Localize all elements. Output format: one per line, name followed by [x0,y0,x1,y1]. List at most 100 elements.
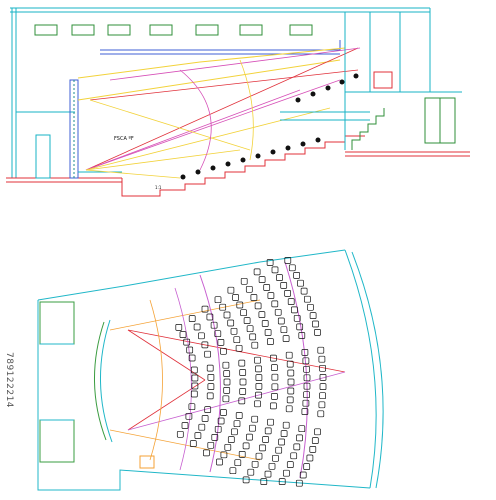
seat [319,383,327,390]
sightlines [85,47,361,179]
seat [271,393,278,400]
seat [214,296,222,304]
seat [183,338,191,346]
seat [242,476,250,484]
seat [230,327,238,335]
seat [285,351,293,359]
seat [203,449,210,457]
seat [280,326,288,334]
seat [302,357,310,365]
seat [266,259,274,266]
seat [185,412,193,420]
seat [235,344,243,352]
seat [267,292,275,299]
seat [263,284,271,291]
seat [303,365,310,373]
seat [284,290,291,297]
seat [201,341,209,349]
roof-trusses [34,24,313,36]
seat [296,323,304,331]
seat [312,320,319,328]
seat [227,319,235,327]
seat [297,279,304,287]
seat [181,422,189,429]
seat [217,417,225,425]
seat [317,410,325,418]
seat [253,268,261,276]
seat [210,321,218,329]
seat [293,272,300,279]
seat [246,433,253,441]
seat [240,309,247,317]
stage-front [100,319,113,443]
seat [303,374,311,382]
seat [278,478,286,485]
seat [290,452,298,460]
seat [255,452,263,460]
seat [317,346,325,354]
seat [287,387,295,395]
seat [204,350,211,358]
seat [303,391,310,399]
seat [293,314,301,322]
seat [194,432,202,439]
seat [296,434,303,442]
seat [235,412,243,419]
seat [277,317,285,325]
seat [222,395,230,403]
seat [287,369,295,377]
seat [314,329,321,336]
seat [255,391,262,399]
seat [220,347,227,355]
seat [246,325,254,333]
seat [319,374,327,381]
seat [227,436,235,443]
seat [189,440,197,447]
stock-id: 789122214 [4,352,14,409]
seat [190,366,198,374]
seat [229,467,237,475]
seat [276,274,283,281]
seat [270,354,277,362]
seat [201,305,209,313]
seat [298,425,306,433]
seat [232,294,239,301]
seat [255,365,262,373]
seat [254,302,262,310]
seat [206,364,214,372]
seat [318,401,326,409]
seat [307,303,314,311]
seat [247,468,255,476]
seat [239,388,247,395]
seat [301,408,309,415]
seat [302,399,310,407]
seat [271,266,279,274]
seat [271,383,279,391]
seat [251,415,259,423]
seat [211,434,219,441]
seat [188,354,196,362]
seat [223,387,231,394]
seat [214,330,222,338]
seat [267,418,274,426]
seat [175,324,183,331]
seat [309,312,317,319]
seat [291,306,298,314]
seat [303,463,311,470]
seat [299,471,307,479]
seat [188,403,196,411]
seat [238,397,246,405]
seat-rows [175,257,327,487]
seat [280,282,288,289]
seat [222,361,230,369]
seat [234,459,242,467]
seat [206,392,214,400]
seat [198,423,206,431]
seat [233,420,241,428]
auditorium-plan-drawing [37,249,384,491]
seat [219,303,227,311]
seat [236,301,244,309]
seat [204,406,212,413]
seat [250,294,258,301]
